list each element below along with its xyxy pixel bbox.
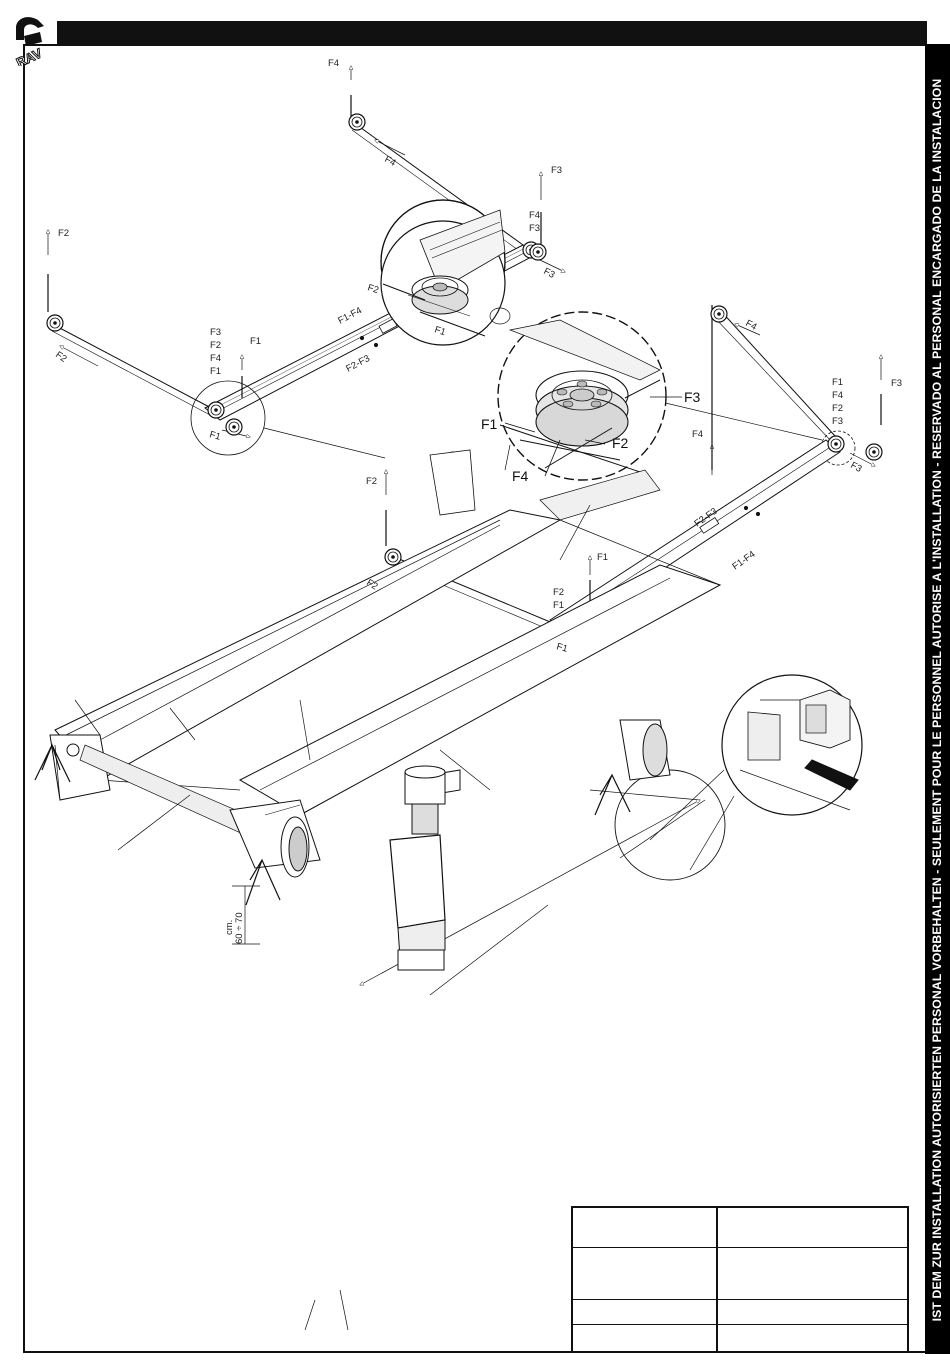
mid-detail-f1-label: F1: [481, 416, 498, 432]
top-stack-f2: F2: [210, 340, 221, 351]
mid-f2-low-label: F2: [553, 587, 564, 598]
mid-detail-f3-label: F3: [684, 389, 701, 405]
top-f4-label: F4: [328, 58, 339, 69]
middle-detail-image: [497, 311, 682, 481]
top-f1-f4-label: F1-F4: [336, 305, 364, 327]
top-detail-f1-label: F1: [433, 324, 447, 338]
mid-f3-arrow-label: F3: [849, 460, 864, 475]
mid-f4-label: F4: [692, 429, 703, 440]
top-stack-f1: F1: [210, 366, 221, 377]
top-f1-arrow-label: F1: [208, 429, 222, 442]
rav-logo: RAV: [13, 17, 45, 66]
top-stack-f3: F3: [210, 327, 221, 338]
top-f3-label: F3: [551, 165, 562, 176]
top-f4-stack-label: F4: [529, 210, 540, 221]
mid-f1-arrow-label: F1: [555, 641, 569, 654]
parts-table-divider: [716, 1208, 718, 1351]
mid-f2-label: F2: [366, 476, 377, 487]
mid-stack-f3: F3: [832, 416, 843, 427]
parts-table-row: [573, 1208, 907, 1248]
mid-f1-up-label: F1: [597, 552, 608, 563]
top-f2-f3-label: F2-F3: [344, 353, 372, 375]
lift-drawing: [34, 444, 863, 1331]
parts-table-row: [573, 1325, 907, 1351]
top-f3-stack-label: F3: [529, 223, 540, 234]
mid-detail-f2-label: F2: [612, 435, 629, 451]
top-detail-f2-label: F2: [366, 282, 380, 296]
mid-f1-low-label: F1: [553, 600, 564, 611]
mid-stack-f4: F4: [832, 390, 843, 401]
parts-table: [571, 1206, 909, 1353]
header-bar: [57, 21, 927, 45]
parts-table-row: [573, 1248, 907, 1300]
height-label-unit: cm.: [224, 920, 235, 935]
side-band: [925, 44, 950, 1354]
height-label-range: 60 ÷ 70: [234, 912, 245, 944]
top-f1-up-label: F1: [250, 336, 261, 347]
mid-detail-f4-label: F4: [512, 468, 529, 484]
mid-f4-arrow-label: F4: [744, 318, 759, 333]
top-f4-arrow-label: F4: [383, 154, 398, 169]
mid-f1-f4-label: F1-F4: [730, 549, 757, 573]
top-f2-arrow-label: F2: [53, 349, 68, 364]
top-f3-bottom-label: F3: [542, 266, 557, 281]
mid-f3-up-label: F3: [891, 378, 902, 389]
top-detail-image: [380, 209, 511, 346]
mid-stack-f1: F1: [832, 377, 843, 388]
parts-table-row: [573, 1300, 907, 1325]
top-f2-label: F2: [58, 228, 69, 239]
mid-f2-arrow-label: F2: [364, 577, 379, 592]
mid-stack-f2: F2: [832, 403, 843, 414]
top-stack-f4: F4: [210, 353, 221, 364]
